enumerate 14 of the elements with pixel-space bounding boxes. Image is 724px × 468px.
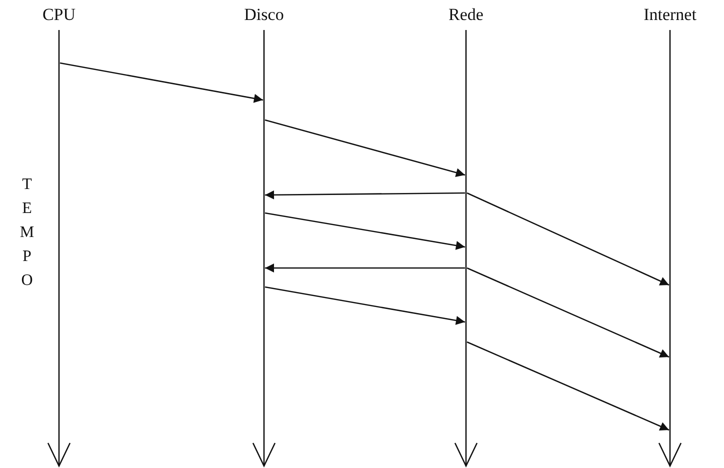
message-arrow: [264, 212, 466, 250]
message-arrow: [466, 267, 670, 358]
message-arrow: [466, 192, 670, 286]
message-arrow: [60, 62, 264, 103]
message-arrow: [265, 190, 465, 200]
lifeline-label: CPU: [41, 5, 77, 25]
message-arrow: [264, 286, 466, 325]
message-arrow: [264, 119, 466, 177]
message-arrow: [466, 341, 670, 431]
axis-label: TEMPO: [19, 175, 35, 291]
lifeline-label: Rede: [448, 5, 484, 25]
lifeline-label: Internet: [642, 5, 698, 25]
lifeline-label: Disco: [243, 5, 285, 25]
message-arrow: [265, 264, 465, 272]
